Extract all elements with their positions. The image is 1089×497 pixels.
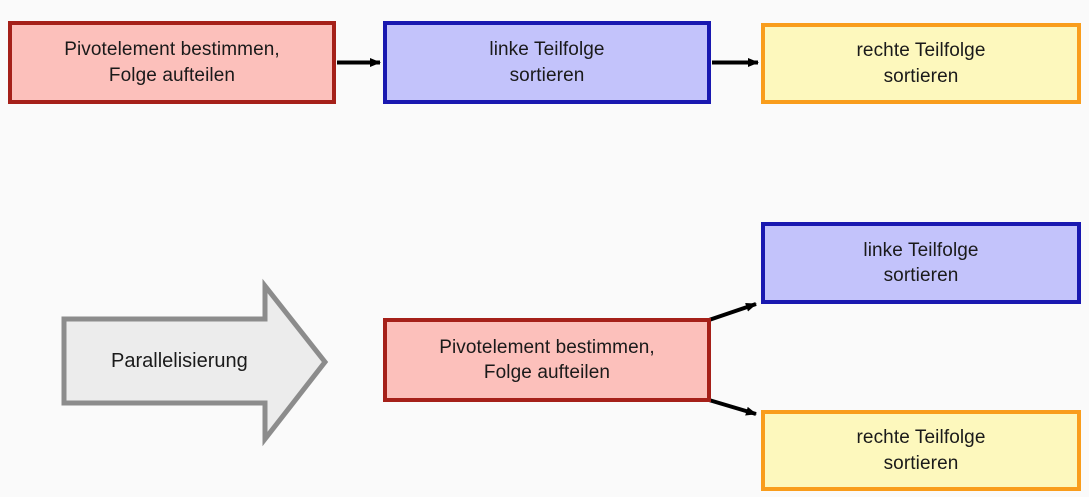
node-parallel-left-subsequence[interactable]: linke Teilfolge sortieren bbox=[761, 222, 1081, 304]
node-label-line-1: linke Teilfolge bbox=[489, 39, 605, 61]
parallelisierung-label: Parallelisierung bbox=[111, 350, 248, 372]
node-label-line-1: rechte Teilfolge bbox=[856, 427, 986, 449]
node-label-line-2: sortieren bbox=[883, 65, 959, 87]
connector-par-pivot-to-right bbox=[708, 398, 757, 416]
node-sequential-right-subsequence[interactable]: rechte Teilfolge sortieren bbox=[761, 23, 1081, 104]
node-label-line-1: Pivotelement bestimmen, bbox=[64, 39, 280, 61]
node-sequential-left-subsequence[interactable]: linke Teilfolge sortieren bbox=[383, 21, 711, 104]
node-label-line-2: sortieren bbox=[883, 265, 959, 286]
connector-par-pivot-to-left bbox=[708, 302, 757, 322]
node-parallel-pivot[interactable]: Pivotelement bestimmen, Folge aufteilen bbox=[383, 318, 711, 402]
node-sequential-pivot[interactable]: Pivotelement bestimmen, Folge aufteilen bbox=[8, 21, 336, 104]
node-label-line-2: sortieren bbox=[883, 452, 959, 474]
node-label-line-1: Pivotelement bestimmen, bbox=[439, 336, 655, 358]
node-parallel-right-subsequence[interactable]: rechte Teilfolge sortieren bbox=[761, 410, 1081, 491]
node-label-line-2: Folge aufteilen bbox=[483, 362, 611, 383]
node-label-line-1: rechte Teilfolge bbox=[856, 40, 986, 62]
node-label-line-1: linke Teilfolge bbox=[863, 239, 979, 261]
node-label-line-2: Folge aufteilen bbox=[108, 64, 236, 86]
node-label-line-2: sortieren bbox=[509, 64, 585, 86]
